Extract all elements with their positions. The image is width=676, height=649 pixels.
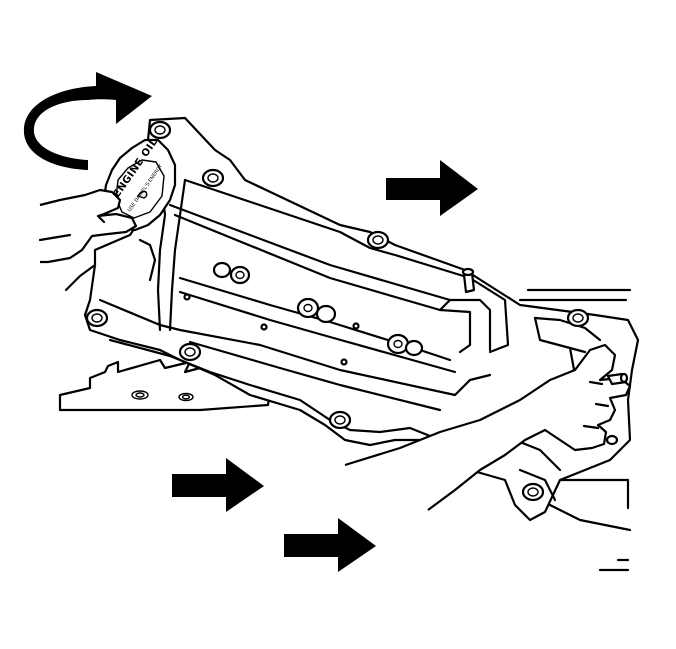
flange-bolts: [85, 120, 590, 502]
bolt-4: [566, 308, 590, 328]
bolt-2: [201, 168, 225, 188]
bolt-7: [328, 410, 352, 430]
direction-arrows: [172, 160, 478, 572]
arrow-right-upper: [386, 160, 478, 216]
bolt-6: [178, 342, 202, 362]
hole-1: [183, 293, 191, 301]
arrow-right-lower-left: [172, 458, 264, 512]
bolt-5: [85, 308, 109, 328]
stud-1: [212, 261, 251, 285]
rotate-arrow: [23, 72, 152, 170]
arrow-right-lower-right: [284, 518, 376, 572]
hole-2: [260, 323, 268, 331]
hole-4: [352, 322, 360, 330]
cover-fasteners: [183, 261, 476, 366]
right-hand: [344, 343, 632, 511]
oil-can-icon: [137, 190, 148, 199]
stud-3: [386, 333, 424, 357]
left-hand: [38, 188, 138, 264]
stud-2: [296, 297, 337, 324]
bolt-8: [521, 482, 545, 502]
bolt-1: [148, 120, 172, 140]
left-forearm: [64, 263, 97, 292]
hole-3: [340, 358, 348, 366]
bolt-3: [366, 230, 390, 250]
